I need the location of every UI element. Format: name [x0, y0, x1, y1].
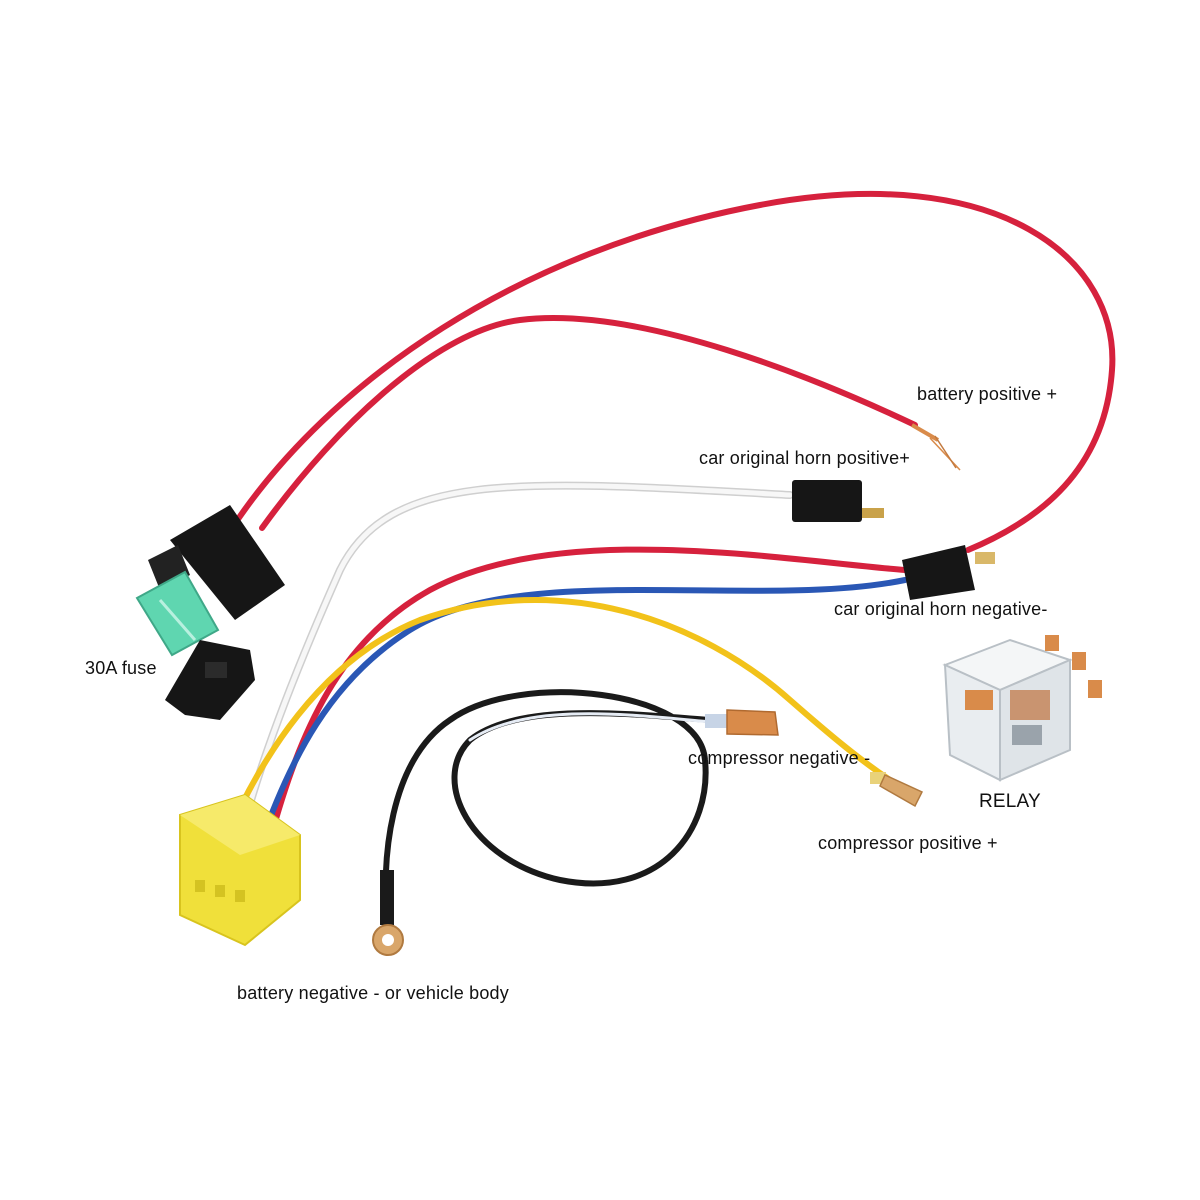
label-relay: RELAY [979, 791, 1041, 812]
fuse-cap [165, 640, 255, 720]
label-30a-fuse: 30A fuse [85, 658, 157, 678]
fuse-blade [135, 570, 220, 657]
fuse-holder [135, 505, 285, 720]
white-stripe-wire [468, 712, 714, 742]
relay [942, 635, 1102, 782]
red-wire-battery-positive [259, 315, 918, 531]
label-compressor-negative: compressor negative - [688, 748, 871, 768]
compressor-positive-terminal [870, 772, 924, 808]
battery-positive-tip [911, 423, 961, 471]
ring-terminal [372, 870, 404, 956]
label-car-original-horn-positive: car original horn positive+ [699, 448, 911, 468]
label-car-original-horn-negative: car original horn negative- [834, 599, 1048, 619]
label-battery-positive: battery positive + [917, 384, 1058, 404]
label-battery-negative-or-vehicle-body: battery negative - or vehicle body [237, 983, 509, 1003]
horn-positive-connector [792, 480, 884, 522]
compressor-negative-terminal [705, 709, 779, 736]
red-wire-long-loop [229, 190, 1116, 553]
white-wire [237, 483, 793, 843]
red-wire-socket-loop [267, 546, 908, 843]
black-wire [382, 689, 713, 933]
fuse-holder-body [170, 505, 285, 620]
yellow-relay-socket [179, 793, 301, 947]
wires [222, 190, 1116, 933]
relay-socket-connector [902, 545, 995, 600]
yellow-wire [222, 597, 893, 843]
label-compressor-positive: compressor positive + [818, 833, 998, 853]
